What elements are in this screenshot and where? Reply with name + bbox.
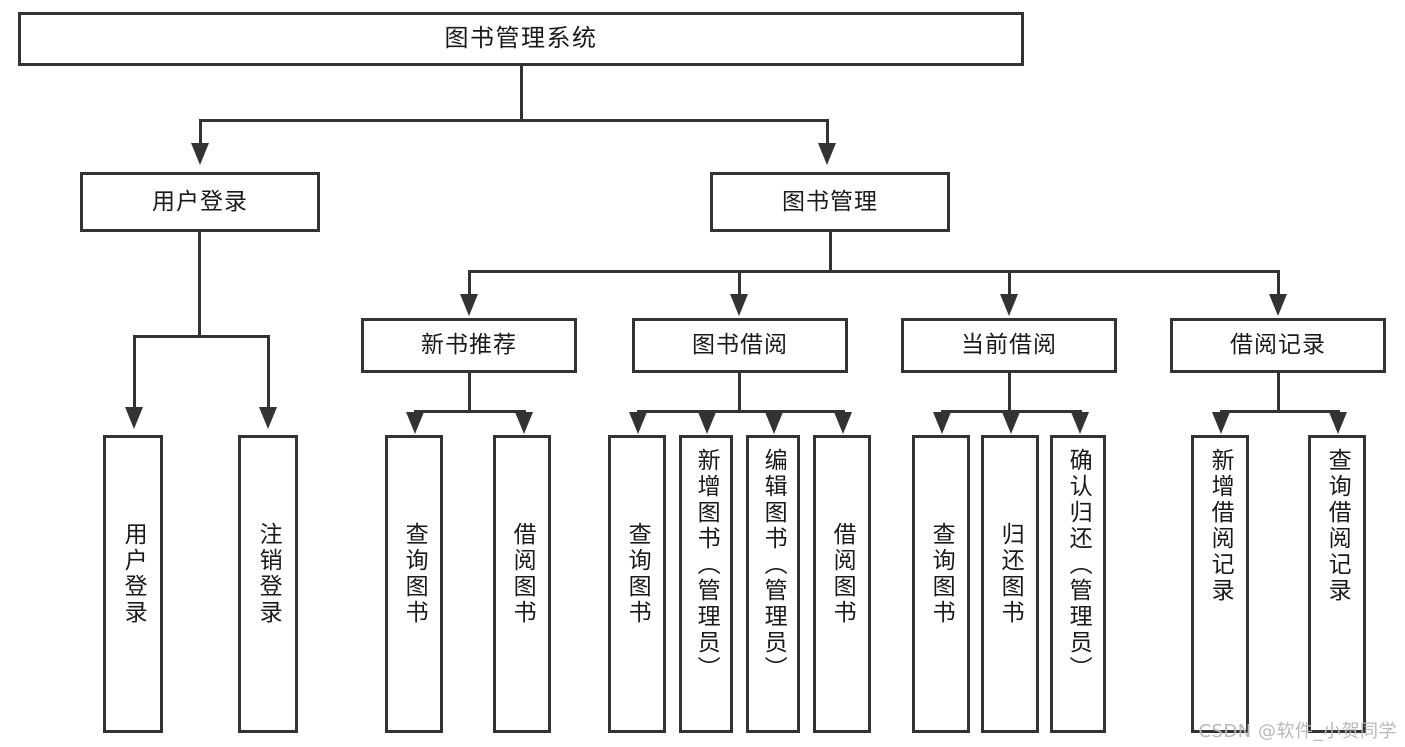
arrow-root-to-book-management	[818, 143, 836, 165]
leaf-borrow-book-new[interactable]: 借阅图书	[493, 435, 551, 733]
leaf-query-book-new[interactable]: 查询图书	[385, 435, 443, 733]
leaf-return-book[interactable]: 归还图书	[981, 435, 1039, 733]
node-label: 查询借阅记录	[1324, 448, 1351, 604]
arrow-cb-to-leaf-3	[1071, 412, 1089, 434]
leaf-query-book-borrow[interactable]: 查询图书	[608, 435, 666, 733]
node-label: 查询图书	[624, 522, 651, 626]
connector-book-management-stem	[829, 232, 832, 272]
connector-bm-to-new-book	[468, 270, 471, 296]
connector-new-book-bus	[414, 410, 526, 413]
connector-user-login-to-leaf-1	[133, 335, 136, 409]
connector-book-management-bus	[468, 270, 1280, 273]
connector-root-bus	[199, 119, 826, 122]
connector-user-login-stem	[198, 232, 201, 335]
arrow-nb-to-leaf-1	[406, 412, 424, 434]
node-label: 编辑图书（管理员）	[760, 448, 787, 682]
node-label: 查询图书	[928, 522, 955, 626]
csdn-watermark: CSDN @软件_小贺同学	[1198, 721, 1397, 742]
arrow-br-to-leaf-1	[1212, 412, 1230, 434]
connector-book-borrow-bus	[637, 410, 845, 413]
connector-root-to-user-login	[199, 119, 202, 145]
node-borrow-record[interactable]: 借阅记录	[1170, 318, 1386, 373]
arrow-bm-to-borrow-record	[1269, 294, 1287, 316]
leaf-user-login[interactable]: 用户登录	[103, 435, 163, 733]
arrow-nb-to-leaf-2	[515, 412, 533, 434]
node-label: 图书借阅	[692, 332, 788, 359]
arrow-bb-to-leaf-2	[698, 412, 716, 434]
leaf-query-book-current[interactable]: 查询图书	[912, 435, 970, 733]
leaf-borrow-book[interactable]: 借阅图书	[813, 435, 871, 733]
node-label: 新书推荐	[421, 332, 517, 359]
connector-bm-to-borrow-record	[1277, 270, 1280, 296]
node-label: 借阅图书	[829, 522, 856, 626]
node-label: 新增借阅记录	[1207, 448, 1234, 604]
leaf-logout[interactable]: 注销登录	[238, 435, 298, 733]
arrow-bm-to-current-borrow	[1000, 294, 1018, 316]
node-current-borrow[interactable]: 当前借阅	[901, 318, 1117, 373]
arrow-root-to-user-login	[191, 143, 209, 165]
connector-user-login-bus	[133, 335, 270, 338]
connector-root-stem	[520, 66, 523, 119]
node-label: 用户登录	[152, 188, 248, 215]
node-root-book-management-system[interactable]: 图书管理系统	[18, 12, 1024, 66]
leaf-add-borrow-record[interactable]: 新增借阅记录	[1191, 435, 1249, 733]
node-label: 查询图书	[401, 522, 428, 626]
connector-user-login-to-leaf-2	[267, 335, 270, 409]
connector-borrow-record-stem	[1277, 373, 1280, 413]
node-label: 借阅记录	[1230, 332, 1326, 359]
connector-bm-to-current-borrow	[1008, 270, 1011, 296]
arrow-bb-to-leaf-3	[765, 412, 783, 434]
node-label: 借阅图书	[509, 522, 536, 626]
node-label: 图书管理	[782, 188, 878, 215]
node-label: 当前借阅	[961, 332, 1057, 359]
node-user-login[interactable]: 用户登录	[80, 172, 320, 232]
connector-borrow-record-bus	[1220, 410, 1340, 413]
connector-bm-to-book-borrow	[738, 270, 741, 296]
arrow-cb-to-leaf-1	[933, 412, 951, 434]
arrow-user-login-to-leaf-2	[259, 407, 277, 429]
node-new-book-recommendation[interactable]: 新书推荐	[361, 318, 577, 373]
arrow-cb-to-leaf-2	[1002, 412, 1020, 434]
connector-root-to-book-management	[826, 119, 829, 145]
leaf-query-borrow-record[interactable]: 查询借阅记录	[1308, 435, 1366, 733]
leaf-edit-book-admin[interactable]: 编辑图书（管理员）	[746, 435, 800, 733]
node-label: 确认归还（管理员）	[1065, 448, 1092, 682]
leaf-add-book-admin[interactable]: 新增图书（管理员）	[679, 435, 733, 733]
arrow-bm-to-new-book	[460, 294, 478, 316]
node-label: 归还图书	[997, 522, 1024, 626]
leaf-confirm-return-admin[interactable]: 确认归还（管理员）	[1050, 435, 1106, 733]
node-book-borrow[interactable]: 图书借阅	[632, 318, 848, 373]
connector-book-borrow-stem	[738, 373, 741, 413]
arrow-bb-to-leaf-1	[629, 412, 647, 434]
connector-current-borrow-stem	[1008, 373, 1011, 413]
node-label: 图书管理系统	[444, 24, 598, 53]
arrow-br-to-leaf-2	[1329, 412, 1347, 434]
arrow-bm-to-book-borrow	[730, 294, 748, 316]
node-book-management[interactable]: 图书管理	[710, 172, 950, 232]
node-label: 注销登录	[255, 522, 282, 626]
arrow-bb-to-leaf-4	[834, 412, 852, 434]
node-label: 用户登录	[120, 522, 147, 626]
arrow-user-login-to-leaf-1	[125, 407, 143, 429]
connector-new-book-stem	[468, 373, 471, 413]
node-label: 新增图书（管理员）	[693, 448, 720, 682]
